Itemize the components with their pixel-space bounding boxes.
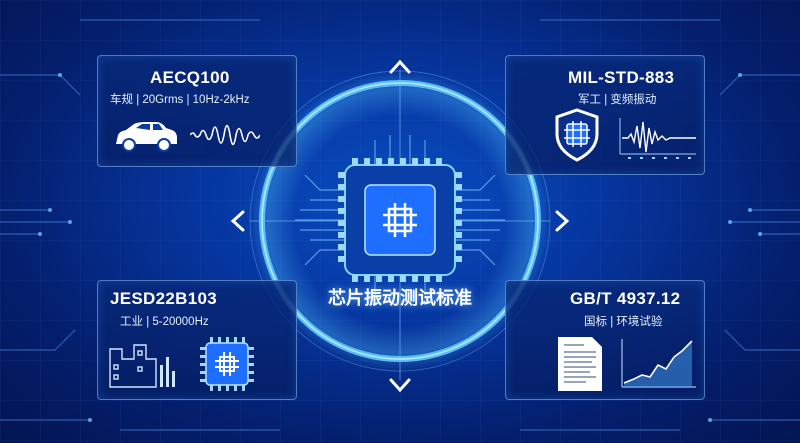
panel-subtitle: 工业 | 5-20000Hz bbox=[120, 316, 209, 328]
arrow-right-icon bbox=[555, 210, 570, 232]
factory-icon bbox=[109, 344, 175, 388]
panel-jesd22b103: JESD22B103 工业 | 5-20000Hz bbox=[97, 280, 297, 400]
panel-subtitle: 军工 | 变频振动 bbox=[578, 94, 657, 106]
arrow-down-icon bbox=[389, 378, 411, 393]
panel-subtitle: 国标 | 环境试验 bbox=[584, 316, 663, 328]
center-title: 芯片振动测试标准 bbox=[328, 288, 472, 308]
shield-chip-icon bbox=[555, 108, 599, 162]
arrow-left-icon bbox=[230, 210, 245, 232]
vibration-wave-icon bbox=[190, 124, 260, 146]
car-icon bbox=[116, 122, 177, 152]
panel-title: AECQ100 bbox=[150, 68, 230, 87]
panel-gbt-4937-12: GB/T 4937.12 国标 | 环境试验 bbox=[505, 280, 705, 400]
panel-title: JESD22B103 bbox=[110, 289, 217, 308]
chip-icon-center bbox=[338, 158, 462, 282]
panel-title: MIL-STD-883 bbox=[568, 68, 675, 87]
chip-icon bbox=[200, 337, 254, 391]
panel-mil-std-883: MIL-STD-883 军工 | 变频振动 bbox=[505, 55, 705, 175]
arrow-up-icon bbox=[389, 59, 411, 74]
line-chart-icon bbox=[621, 339, 696, 388]
panel-aecq100: AECQ100 车规 | 20Grms | 10Hz-2kHz bbox=[97, 55, 297, 167]
document-icon bbox=[558, 337, 602, 391]
panel-subtitle: 车规 | 20Grms | 10Hz-2kHz bbox=[110, 94, 250, 106]
vibration-chart-icon bbox=[619, 118, 696, 159]
panel-title: GB/T 4937.12 bbox=[570, 289, 681, 308]
